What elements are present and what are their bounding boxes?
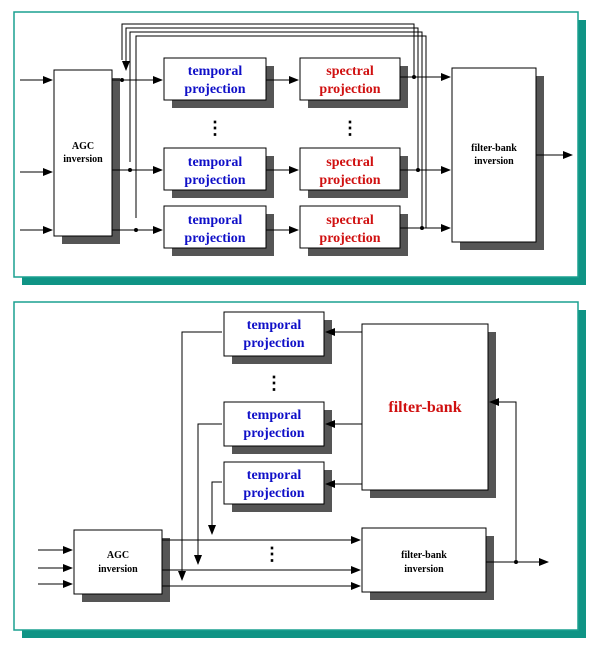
top-temporal-to-spectral-arrows bbox=[266, 76, 299, 234]
top-spectral-block-1: spectral projection bbox=[299, 57, 408, 108]
svg-text:spectral: spectral bbox=[326, 213, 374, 228]
svg-text:temporal: temporal bbox=[188, 64, 243, 79]
bottom-agc-label-line2: inversion bbox=[98, 564, 138, 575]
svg-text:projection: projection bbox=[243, 426, 304, 441]
top-fbinv-label-line1: filter-bank bbox=[471, 143, 517, 154]
bottom-filterbank-block: filter-bank bbox=[361, 323, 496, 498]
svg-text:temporal: temporal bbox=[188, 155, 243, 170]
svg-text:projection: projection bbox=[184, 173, 245, 188]
bottom-fbinv-label-line2: inversion bbox=[404, 564, 444, 575]
top-ellipsis-temporal: ⋮ bbox=[206, 118, 224, 138]
bottom-filterbank-to-temporal-arrows bbox=[325, 328, 362, 488]
svg-text:projection: projection bbox=[243, 486, 304, 501]
bottom-temporal-block-2: temporal projection bbox=[223, 401, 332, 454]
svg-text:projection: projection bbox=[184, 82, 245, 97]
top-feedback-lines bbox=[121, 23, 427, 228]
top-fbinv-label-line2: inversion bbox=[474, 156, 514, 167]
bottom-agc-inversion-block: AGC inversion bbox=[73, 529, 170, 602]
top-spectral-block-2: spectral projection bbox=[299, 147, 408, 198]
top-panel: AGC inversion temporal projection bbox=[13, 11, 586, 285]
top-input-arrows bbox=[20, 76, 53, 234]
svg-text:projection: projection bbox=[319, 231, 380, 246]
top-filterbank-inversion-block: filter-bank inversion bbox=[451, 67, 544, 250]
top-spectral-block-3: spectral projection bbox=[299, 205, 408, 256]
svg-text:projection: projection bbox=[243, 336, 304, 351]
bottom-output-junction-dot bbox=[514, 560, 518, 564]
bottom-temporal-feedback-lines bbox=[178, 331, 222, 581]
top-temporal-block-3: temporal projection bbox=[163, 205, 274, 256]
svg-text:temporal: temporal bbox=[188, 213, 243, 228]
top-spectral-to-fbinv-arrows bbox=[400, 73, 451, 232]
bottom-panel: AGC inversion ⋮ temporal projection temp… bbox=[13, 301, 586, 638]
bottom-ellipsis-lines: ⋮ bbox=[263, 544, 281, 564]
svg-text:spectral: spectral bbox=[326, 64, 374, 79]
top-agc-label-line1: AGC bbox=[72, 141, 94, 152]
svg-text:temporal: temporal bbox=[247, 468, 302, 483]
top-agc-label-line2: inversion bbox=[63, 154, 103, 165]
bottom-agc-to-fbinv-arrows bbox=[162, 536, 361, 590]
bottom-filterbank-label: filter-bank bbox=[388, 399, 461, 416]
top-temporal-block-2: temporal projection bbox=[163, 147, 274, 198]
svg-text:projection: projection bbox=[184, 231, 245, 246]
top-ellipsis-spectral: ⋮ bbox=[341, 118, 359, 138]
top-temporal-block-1: temporal projection bbox=[163, 57, 274, 108]
top-agc-inversion-block: AGC inversion bbox=[53, 69, 120, 244]
svg-text:projection: projection bbox=[319, 82, 380, 97]
bottom-temporal-block-3: temporal projection bbox=[223, 461, 332, 512]
bottom-temporal-block-1: temporal projection bbox=[223, 311, 332, 364]
svg-text:spectral: spectral bbox=[326, 155, 374, 170]
bottom-ellipsis-temporal: ⋮ bbox=[265, 373, 283, 393]
bottom-input-arrows bbox=[38, 546, 73, 588]
svg-text:projection: projection bbox=[319, 173, 380, 188]
svg-text:temporal: temporal bbox=[247, 318, 302, 333]
bottom-fbinv-label-line1: filter-bank bbox=[401, 550, 447, 561]
top-junction-dots bbox=[120, 75, 424, 232]
bottom-filterbank-inversion-block: filter-bank inversion bbox=[361, 527, 494, 600]
svg-text:temporal: temporal bbox=[247, 408, 302, 423]
bottom-agc-label-line1: AGC bbox=[107, 550, 129, 561]
